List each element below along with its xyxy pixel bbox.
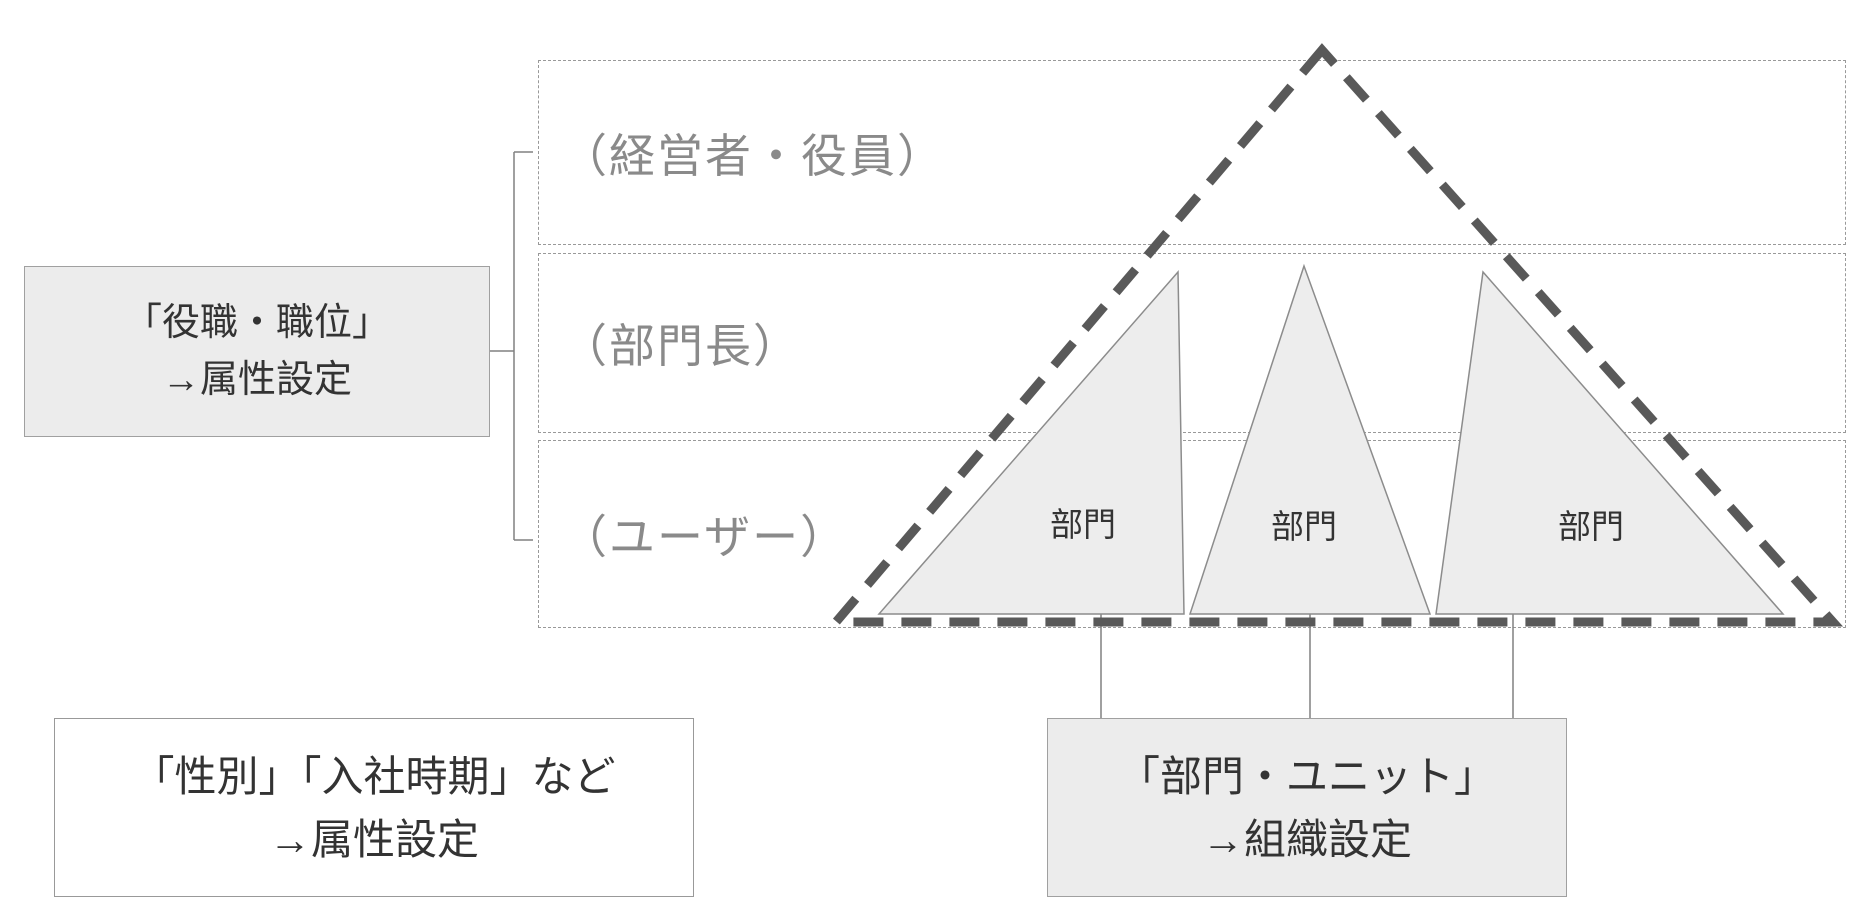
org-setting-box-line2: →組織設定 — [1201, 815, 1412, 863]
role-attribute-box-line1: 「役職・職位」 — [123, 301, 390, 344]
tier-row-users: （ユーザー） — [538, 440, 1846, 628]
role-attribute-box: 「役職・職位」 →属性設定 — [24, 266, 490, 437]
tier-label-executives: （経営者・役員） — [561, 129, 945, 182]
role-attribute-box-line2: →属性設定 — [161, 358, 352, 401]
department-label-1: 部門 — [1050, 506, 1116, 543]
bracket-connector — [490, 151, 533, 541]
tier-row-managers: （部門長） — [538, 253, 1846, 433]
other-attribute-box-line2: →属性設定 — [268, 815, 479, 863]
tier-label-managers: （部門長） — [561, 320, 801, 372]
tier-label-users: （ユーザー） — [561, 511, 849, 563]
org-setting-box: 「部門・ユニット」 →組織設定 — [1047, 718, 1567, 897]
org-box-connector — [1100, 614, 1514, 718]
org-setting-box-line1: 「部門・ユニット」 — [1117, 752, 1496, 800]
other-attribute-box-line1: 「性別」「入社時期」など — [132, 752, 616, 800]
tier-row-executives: （経営者・役員） — [538, 60, 1846, 245]
other-attribute-box: 「性別」「入社時期」など →属性設定 — [54, 718, 694, 897]
department-label-2: 部門 — [1271, 508, 1337, 545]
department-label-3: 部門 — [1558, 508, 1624, 545]
